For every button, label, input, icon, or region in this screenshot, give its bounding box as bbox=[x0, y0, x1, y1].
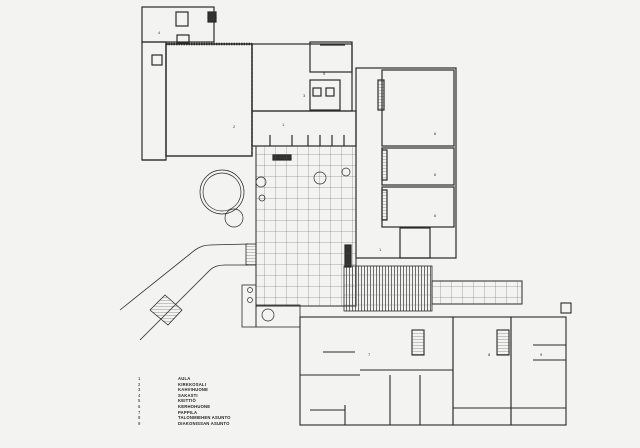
room-label: 5 bbox=[323, 71, 326, 76]
room-label: 1 bbox=[282, 122, 285, 127]
room-label: 6 bbox=[434, 213, 437, 218]
room-label: 6 bbox=[434, 172, 437, 177]
room-label: 9 bbox=[540, 352, 543, 357]
kitchen-coffee-block bbox=[251, 41, 353, 112]
room-label: 6 bbox=[434, 131, 437, 136]
trees bbox=[199, 167, 351, 322]
room-label: 3 bbox=[303, 93, 306, 98]
room-label: 1 bbox=[379, 247, 382, 252]
residential-block bbox=[299, 302, 572, 426]
club-rooms-wing bbox=[344, 67, 457, 268]
room-label: 2 bbox=[233, 124, 236, 129]
room-label: 8 bbox=[488, 352, 491, 357]
room-label: 7 bbox=[368, 352, 371, 357]
room-label: 4 bbox=[158, 30, 161, 35]
entrance-ramp bbox=[119, 243, 301, 341]
